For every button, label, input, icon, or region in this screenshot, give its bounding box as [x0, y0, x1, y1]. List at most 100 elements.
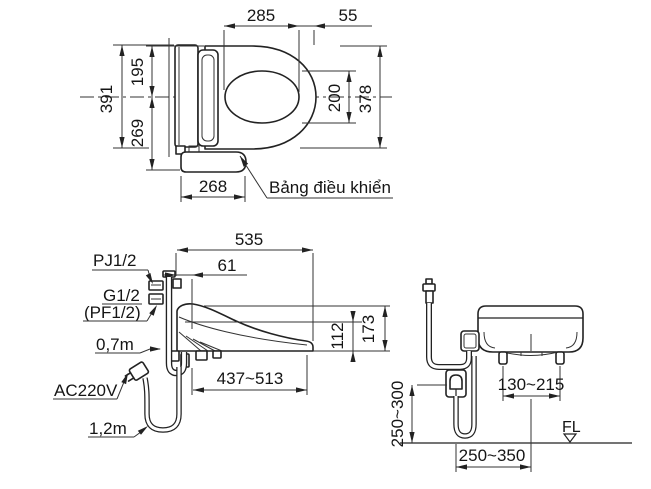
hose-connector — [422, 278, 436, 304]
arrowhead — [149, 97, 155, 108]
plug-prong — [127, 377, 135, 382]
power-cord — [142, 367, 182, 433]
arrowhead — [382, 340, 388, 351]
dim-268: 268 — [180, 176, 246, 202]
arrowhead — [177, 247, 188, 253]
outlet-plug — [449, 374, 463, 390]
connector-body — [425, 290, 434, 304]
callout-pj12: PJ1/2 — [92, 251, 153, 284]
arrowhead — [137, 426, 148, 435]
arrowhead — [149, 305, 157, 316]
connector-nut — [422, 283, 436, 292]
arrowhead — [288, 23, 299, 29]
mounting-bracket-hatch — [178, 331, 223, 352]
dim-label: 55 — [339, 6, 358, 25]
arrowhead — [119, 137, 125, 148]
arrowhead — [192, 272, 203, 278]
arrowhead — [165, 272, 176, 278]
label: G1/2 — [103, 286, 140, 305]
dim-label: 112 — [328, 322, 347, 349]
dim-label: 200 — [325, 84, 344, 112]
dim-112: 112 — [328, 311, 356, 362]
tank-unit-body — [174, 44, 199, 148]
hatch-line — [185, 335, 209, 352]
dim-437-513: 437~513 — [191, 355, 308, 395]
seat-lid-seam — [178, 316, 308, 346]
dim-61: 61 — [163, 256, 247, 317]
hatch-line — [178, 331, 202, 352]
dim-269: 269 — [128, 97, 180, 171]
dim-130-215: 130~215 — [498, 366, 565, 401]
arrowhead — [234, 194, 245, 200]
dim-label: 173 — [359, 315, 378, 343]
arrowhead — [314, 23, 325, 29]
lid-outline — [204, 45, 317, 150]
control-panel-label: Bảng điều khiển — [269, 178, 391, 197]
control-panel — [180, 151, 247, 173]
water-inlet-mark — [185, 315, 199, 329]
dim-label: 250~350 — [459, 446, 526, 465]
dim-label: 285 — [247, 6, 275, 25]
callout-hose-length: 0,7m — [95, 335, 161, 354]
top-view: 285 55 391 195 — [80, 6, 393, 202]
arrowhead — [181, 194, 192, 200]
arrowhead — [456, 464, 467, 470]
arrowhead — [520, 464, 531, 470]
label: PJ1/2 — [93, 251, 136, 270]
dim-535: 535 — [175, 230, 314, 341]
junction-box-inner — [463, 333, 477, 349]
seat-side-silhouette — [176, 303, 314, 352]
arrowhead — [377, 137, 383, 148]
fitting — [195, 350, 208, 361]
label: 0,7m — [96, 335, 134, 354]
arrowhead — [549, 393, 560, 399]
dim-55: 55 — [299, 6, 372, 45]
level-triangle-icon — [562, 433, 578, 443]
arrowhead — [503, 393, 514, 399]
arrowhead — [377, 46, 383, 57]
hatch-line — [192, 338, 216, 352]
underside-fittings — [169, 350, 222, 368]
dim-label: 130~215 — [498, 375, 565, 394]
mounting-bolt-right — [555, 351, 565, 365]
dim-label: 437~513 — [217, 369, 284, 388]
dim-label: 61 — [218, 256, 237, 275]
dim-378: 378 — [300, 45, 387, 149]
arrowhead — [149, 159, 155, 170]
rear-power-cord-inner — [454, 356, 476, 438]
arrowhead — [302, 247, 313, 253]
arrowhead — [121, 373, 128, 385]
arrowhead — [346, 71, 352, 82]
dim-label: 391 — [97, 85, 116, 113]
arrowhead — [409, 432, 415, 443]
dim-391: 391 — [97, 44, 174, 149]
valve-elbow — [172, 278, 182, 289]
control-panel-callout: Bảng điều khiển — [239, 155, 393, 199]
arrowhead — [224, 23, 235, 29]
dim-label: 535 — [235, 230, 263, 249]
rear-view: FL 250~300 130~215 250~350 — [388, 278, 632, 472]
label-alt: (PF1/2) — [84, 303, 141, 322]
label: AC220V — [54, 381, 118, 400]
plug-body — [128, 361, 150, 381]
callout-g12: G1/2 (PF1/2) — [83, 286, 157, 322]
floor-level-label: FL — [562, 419, 581, 436]
label: 1,2m — [89, 419, 127, 438]
arrowhead — [150, 346, 161, 352]
arrowhead — [382, 306, 388, 317]
arrowhead — [350, 351, 356, 362]
dim-label: 268 — [199, 177, 227, 196]
callout-cord-length: 1,2m — [88, 419, 148, 438]
dim-label: 195 — [128, 58, 147, 86]
hinge-cover — [197, 49, 219, 147]
seat-opening-oval — [224, 70, 300, 124]
dim-label: 269 — [128, 119, 147, 147]
arrowhead — [193, 387, 204, 393]
rear-body-inner-right — [565, 331, 578, 349]
panel-foot — [175, 145, 186, 155]
arrowhead — [149, 86, 155, 97]
arrowhead — [346, 112, 352, 123]
side-view: 535 61 112 173 — [53, 230, 390, 438]
